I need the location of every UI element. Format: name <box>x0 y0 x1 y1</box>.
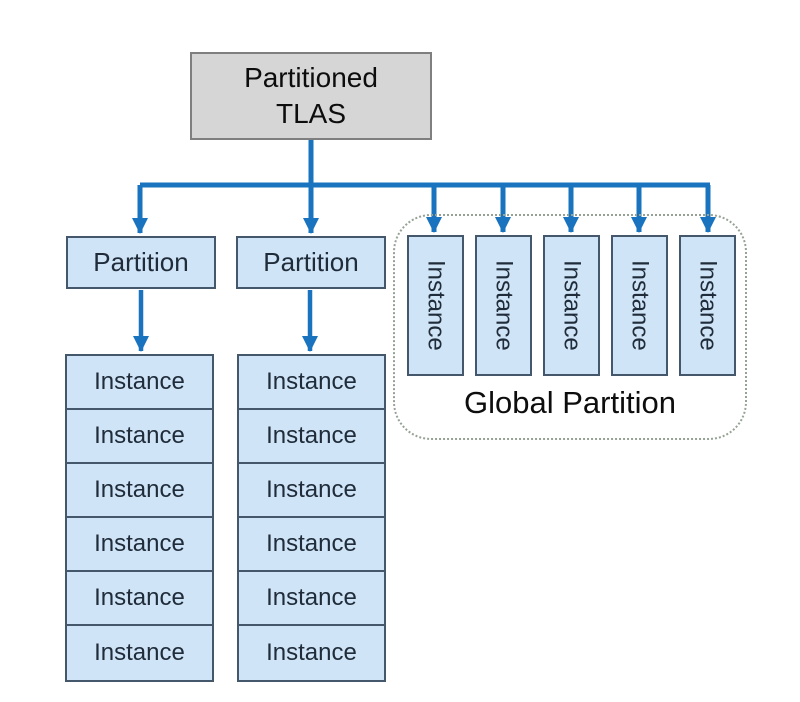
instance-stack-1: Instance Instance Instance Instance Inst… <box>65 354 214 682</box>
global-instance-node: Instance <box>543 235 600 376</box>
partition-node-2: Partition <box>236 236 386 289</box>
root-node-partitioned-tlas: Partitioned TLAS <box>190 52 432 140</box>
instance-cell: Instance <box>67 464 212 518</box>
partition-node-1: Partition <box>66 236 216 289</box>
instance-cell: Instance <box>239 410 384 464</box>
partition-1-label: Partition <box>93 247 189 277</box>
global-instance-node: Instance <box>475 235 532 376</box>
instance-cell: Instance <box>239 626 384 680</box>
partition-2-label: Partition <box>263 247 359 277</box>
instance-cell: Instance <box>67 518 212 572</box>
global-instance-node: Instance <box>679 235 736 376</box>
instance-stack-2: Instance Instance Instance Instance Inst… <box>237 354 386 682</box>
instance-cell: Instance <box>67 626 212 680</box>
instance-cell: Instance <box>239 464 384 518</box>
global-instance-node: Instance <box>611 235 668 376</box>
instance-cell: Instance <box>67 410 212 464</box>
global-partition-group <box>393 214 747 440</box>
global-partition-label: Global Partition <box>464 385 676 420</box>
instance-cell: Instance <box>239 572 384 626</box>
root-node-label: Partitioned TLAS <box>244 62 378 129</box>
instance-cell: Instance <box>239 518 384 572</box>
instance-cell: Instance <box>67 356 212 410</box>
instance-cell: Instance <box>239 356 384 410</box>
instance-cell: Instance <box>67 572 212 626</box>
global-instance-node: Instance <box>407 235 464 376</box>
